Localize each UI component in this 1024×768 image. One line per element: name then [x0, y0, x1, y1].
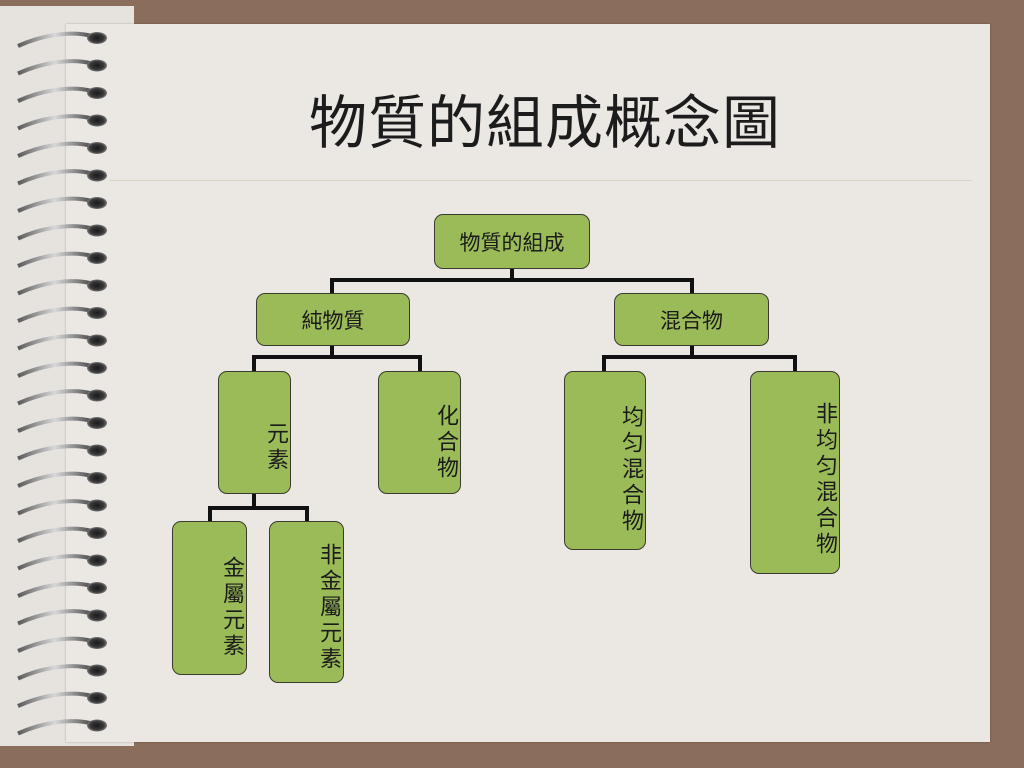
spiral-hole — [87, 472, 107, 484]
spiral-ring — [17, 609, 93, 626]
title-divider — [110, 180, 972, 181]
spiral-ring — [17, 196, 93, 213]
spiral-ring — [17, 664, 93, 681]
node-heterogeneous-mixture: 非均匀混合物 — [750, 371, 840, 574]
spiral-ring — [17, 169, 93, 186]
spiral-hole — [87, 87, 107, 99]
spiral-ring — [17, 306, 93, 323]
spiral-ring — [17, 224, 93, 241]
spiral-ring — [17, 444, 93, 461]
spiral-hole — [87, 252, 107, 264]
spiral-hole — [87, 692, 107, 704]
node-label: 純物質 — [301, 308, 365, 333]
spiral-hole — [87, 417, 107, 429]
spiral-hole — [87, 142, 107, 154]
spiral-hole — [87, 499, 107, 512]
node-label: 混合物 — [660, 308, 723, 333]
node-label: 均匀混合物 — [618, 404, 643, 535]
spiral-hole — [87, 444, 107, 457]
spiral-hole — [87, 334, 107, 347]
spiral-hole — [87, 224, 107, 237]
spiral-ring — [17, 691, 93, 708]
node-compound: 化合物 — [378, 371, 461, 494]
spiral-ring — [17, 114, 93, 131]
node-pure-substance: 純物質 — [256, 293, 410, 346]
spiral-hole — [87, 197, 107, 209]
spiral-ring — [17, 279, 93, 296]
node-label: 元素 — [263, 421, 288, 474]
node-label: 非均匀混合物 — [812, 401, 837, 558]
spiral-ring — [17, 86, 93, 103]
spiral-hole — [87, 554, 107, 567]
spiral-hole — [87, 169, 107, 182]
spiral-ring — [17, 636, 93, 653]
spiral-ring — [17, 581, 93, 598]
connector-pure — [252, 343, 422, 373]
node-mixture: 混合物 — [614, 293, 769, 346]
spiral-ring — [17, 334, 93, 351]
page-title: 物質的組成概念圖 — [308, 89, 781, 157]
spiral-hole — [87, 307, 107, 319]
spiral-hole — [87, 719, 107, 732]
spiral-hole — [87, 609, 107, 622]
spiral-hole — [87, 114, 107, 127]
spiral-binding-icon — [17, 31, 107, 736]
node-label: 金屬元素 — [219, 556, 244, 660]
connector-root — [330, 266, 694, 296]
spiral-hole — [87, 279, 107, 292]
spiral-ring — [17, 719, 93, 736]
spiral-hole — [87, 32, 107, 44]
node-label: 非金屬元素 — [316, 543, 341, 673]
connector-element — [208, 491, 309, 523]
spiral-hole — [87, 59, 107, 72]
spiral-ring — [17, 526, 93, 543]
spiral-ring — [17, 251, 93, 268]
node-homogeneous-mixture: 均匀混合物 — [564, 371, 646, 550]
spiral-ring — [17, 499, 93, 516]
spiral-ring — [17, 389, 93, 406]
spiral-hole — [87, 582, 107, 594]
spiral-ring — [17, 554, 93, 571]
spiral-ring — [17, 141, 93, 158]
spiral-ring — [17, 59, 93, 76]
node-label: 化合物 — [433, 403, 458, 482]
spiral-hole — [87, 389, 107, 402]
node-element: 元素 — [218, 371, 291, 494]
spiral-ring — [17, 361, 93, 378]
spiral-hole — [87, 527, 107, 539]
spiral-hole — [87, 664, 107, 677]
spiral-hole — [87, 362, 107, 374]
spiral-ring — [17, 416, 93, 433]
node-metal-element: 金屬元素 — [172, 521, 247, 675]
node-matter-composition: 物質的組成 — [434, 214, 590, 269]
spiral-hole — [87, 637, 107, 649]
node-nonmetal-element: 非金屬元素 — [269, 521, 344, 683]
spiral-ring — [17, 471, 93, 488]
connector-mixture — [602, 343, 797, 373]
spiral-ring — [17, 31, 93, 48]
node-label: 物質的組成 — [459, 230, 565, 255]
